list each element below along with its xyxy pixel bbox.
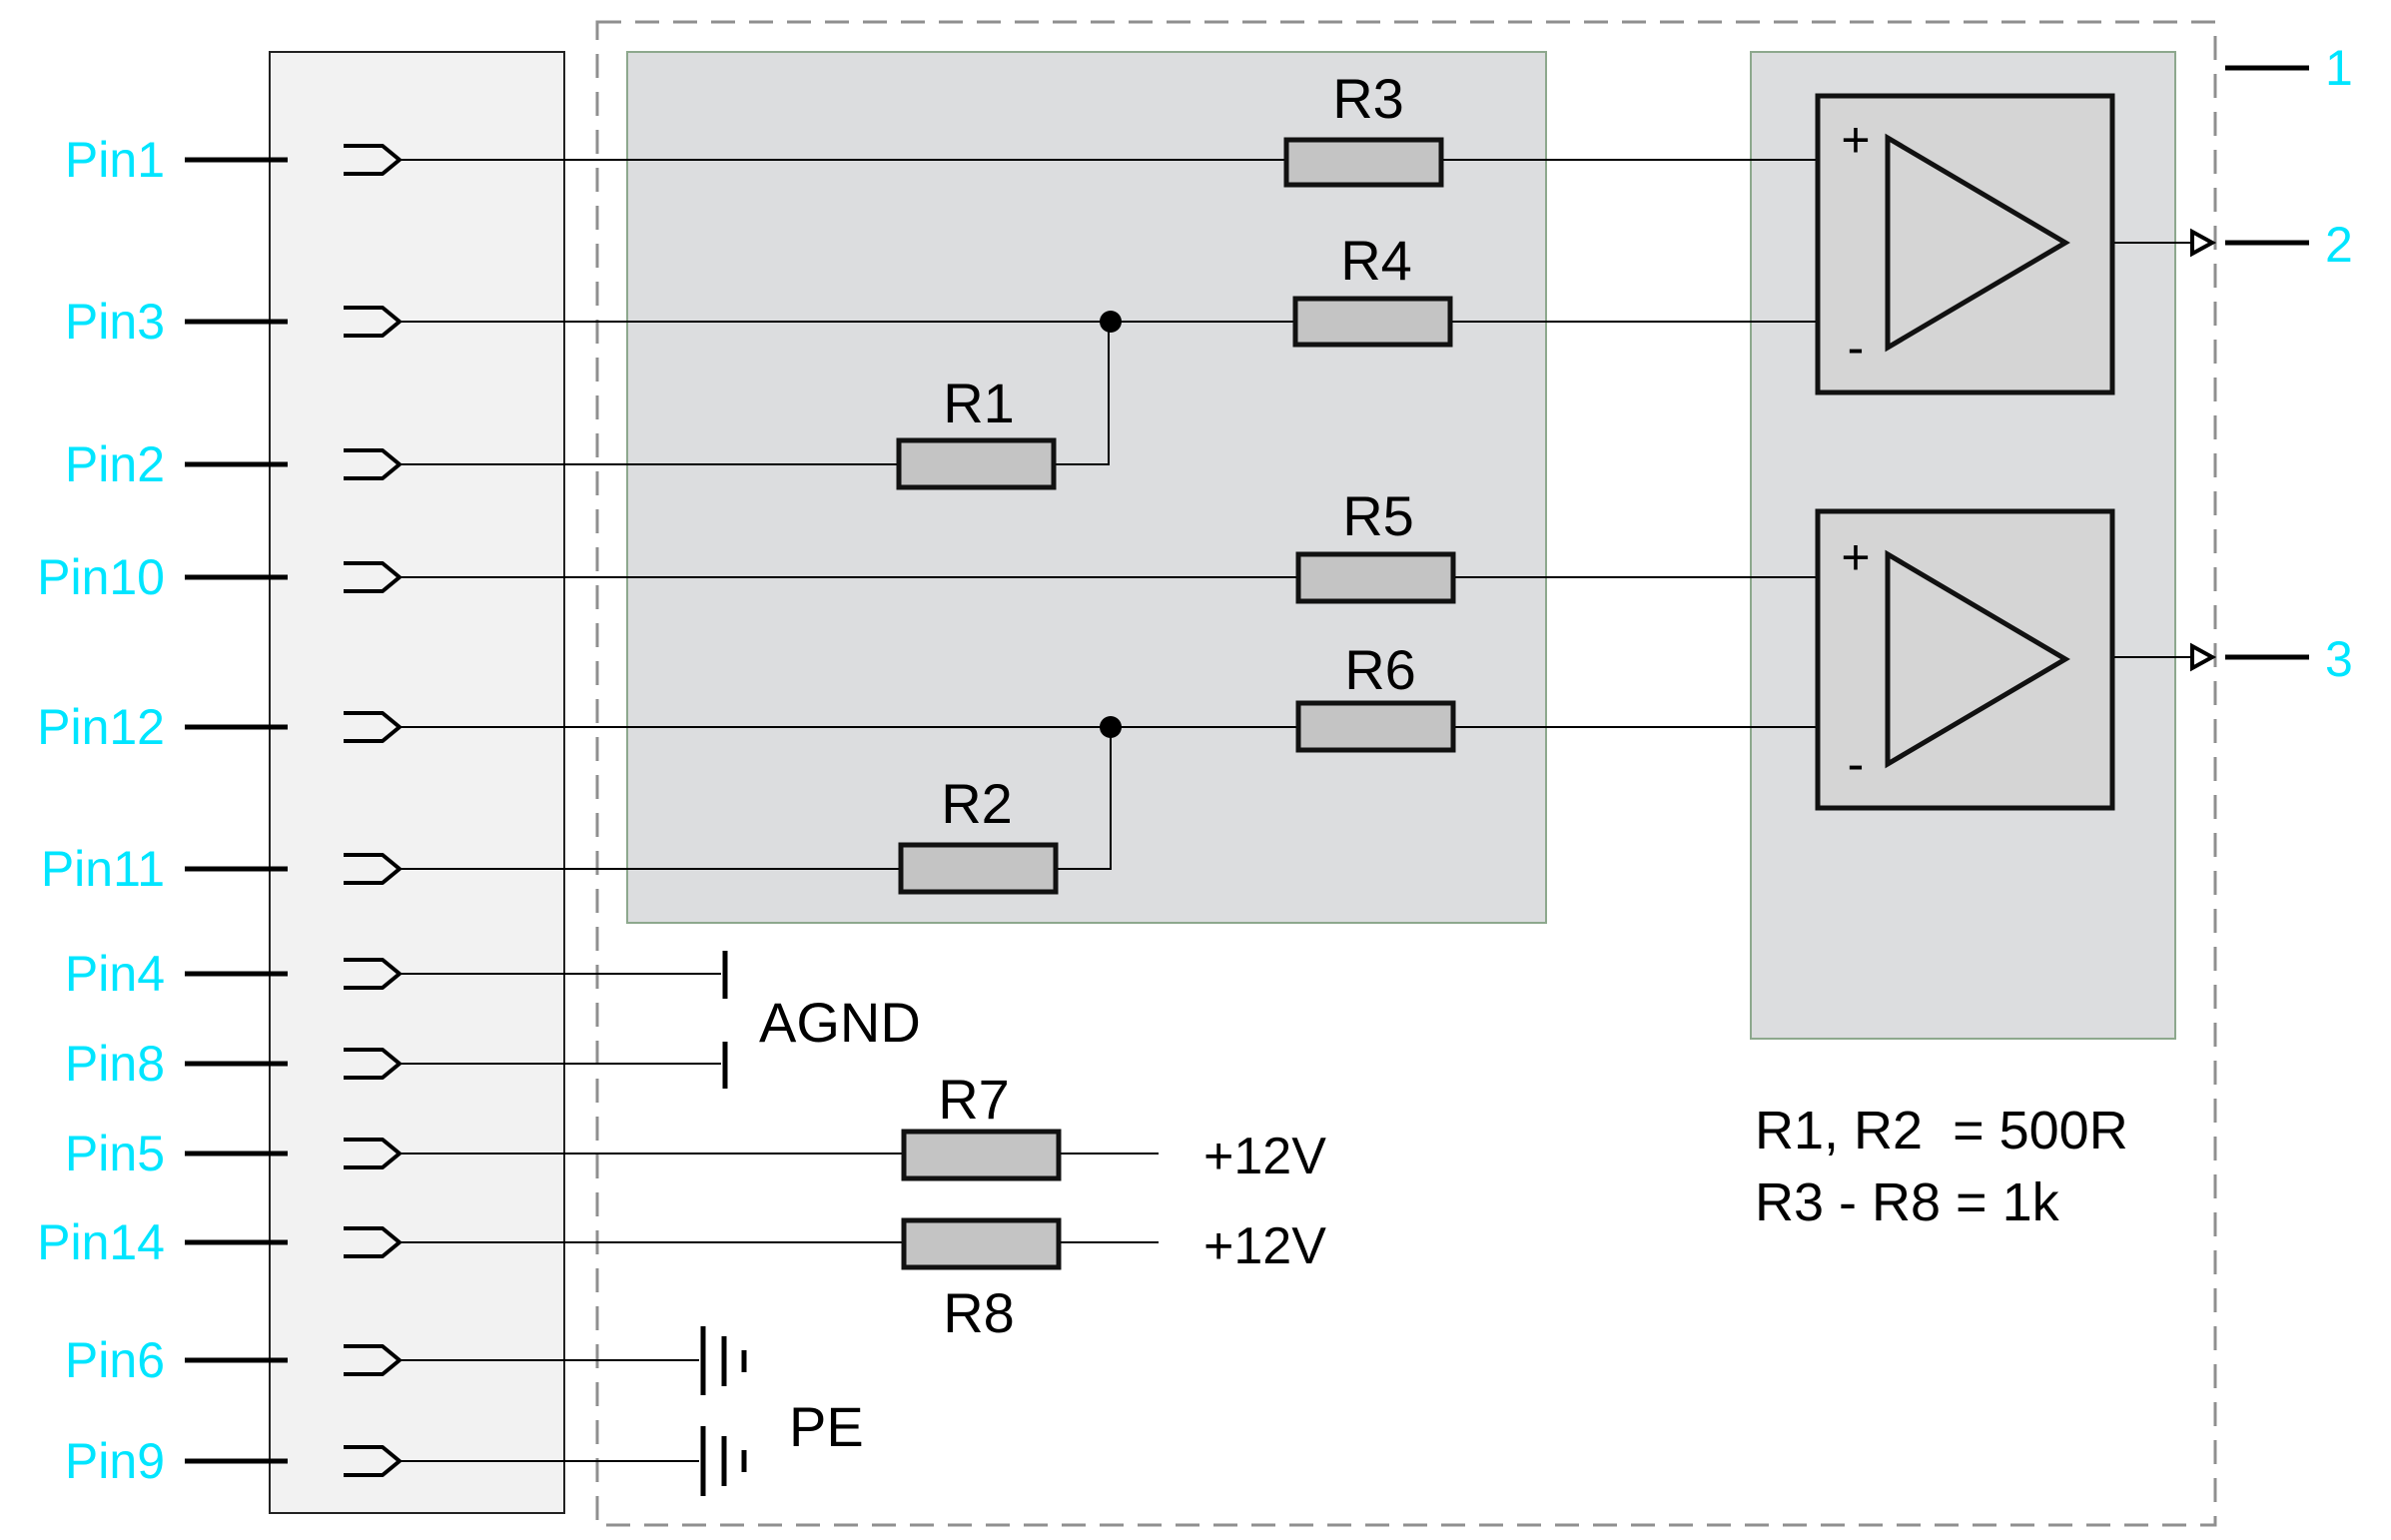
pin-pin14: Pin14: [37, 1214, 401, 1270]
wiring: [399, 159, 2192, 1462]
pin-label: Pin10: [37, 549, 165, 605]
pin-list: Pin1Pin3Pin2Pin10Pin12Pin11Pin4Pin8Pin5P…: [37, 132, 401, 1489]
output-3-label: 3: [2325, 631, 2353, 687]
output-3-arrow: [2190, 642, 2217, 672]
pin-label: Pin3: [65, 294, 165, 350]
opamp-2: + -: [1815, 508, 2115, 811]
resistor-r6: R6: [1295, 638, 1456, 753]
agnd-symbol: AGND: [722, 951, 921, 1089]
resistor-r2: R2: [898, 772, 1059, 895]
r4-label: R4: [1340, 229, 1412, 292]
v12-label-1: +12V: [1203, 1128, 1326, 1185]
r6-label: R6: [1344, 638, 1416, 701]
pin-label: Pin4: [65, 946, 165, 1002]
pe-label: PE: [789, 1395, 864, 1458]
resistor-r7: R7: [901, 1068, 1062, 1181]
opamp-2-minus: -: [1848, 736, 1865, 792]
r8-label: R8: [943, 1281, 1015, 1344]
note-line-2: R3 - R8 = 1k: [1755, 1172, 2060, 1232]
pin-pin10: Pin10: [37, 549, 401, 605]
resistor-r5: R5: [1295, 484, 1456, 604]
resistor-network-panel: [626, 51, 1547, 924]
pin-label: Pin8: [65, 1036, 165, 1092]
pe-ground-symbol: PE: [700, 1326, 864, 1496]
pin-pin12: Pin12: [37, 699, 401, 755]
pin-label: Pin6: [65, 1332, 165, 1388]
output-terminals: 1 2 3: [2190, 40, 2353, 687]
pin-pin3: Pin3: [65, 294, 401, 350]
resistor-r8: R8: [901, 1217, 1062, 1344]
resistor-r1: R1: [896, 372, 1057, 490]
r7-label: R7: [938, 1068, 1010, 1131]
pin-pin9: Pin9: [65, 1433, 401, 1489]
agnd-label: AGND: [759, 991, 921, 1054]
r5-label: R5: [1342, 484, 1414, 547]
pin-label: Pin14: [37, 1214, 165, 1270]
pin-pin4: Pin4: [65, 946, 401, 1002]
pin-label: Pin11: [41, 841, 165, 897]
pin-pin11: Pin11: [41, 841, 401, 897]
pin-label: Pin2: [65, 436, 165, 492]
connector-panel: [269, 51, 565, 1514]
output-2-label: 2: [2325, 217, 2353, 273]
pin-label: Pin9: [65, 1433, 165, 1489]
note-line-1: R1, R2 = 500R: [1755, 1101, 2128, 1160]
pin-label: Pin5: [65, 1126, 165, 1181]
pin-pin2: Pin2: [65, 436, 401, 492]
r3-label: R3: [1332, 67, 1404, 130]
r1-label: R1: [943, 372, 1015, 434]
resistor-r3: R3: [1283, 67, 1444, 188]
pin-label: Pin12: [37, 699, 165, 755]
v12-label-2: +12V: [1203, 1217, 1326, 1275]
pin-pin5: Pin5: [65, 1126, 401, 1181]
r2-label: R2: [941, 772, 1013, 835]
opamp-1-triangle: [1885, 133, 2070, 353]
output-1-label: 1: [2325, 40, 2353, 96]
junction-dot-1: [1100, 311, 1122, 333]
opamp-1: + -: [1815, 93, 2115, 395]
opamp-2-triangle: [1885, 549, 2070, 769]
resistor-r4: R4: [1292, 229, 1453, 348]
opamp-1-plus: +: [1841, 112, 1870, 168]
module-boundary: [595, 20, 2217, 1527]
opamp-1-minus: -: [1848, 320, 1865, 376]
pin-pin1: Pin1: [65, 132, 401, 188]
opamp-2-plus: +: [1841, 529, 1870, 585]
pin-label: Pin1: [65, 132, 165, 188]
output-2-arrow: [2190, 228, 2217, 258]
junction-dot-2: [1100, 716, 1122, 738]
pin-pin8: Pin8: [65, 1036, 401, 1092]
